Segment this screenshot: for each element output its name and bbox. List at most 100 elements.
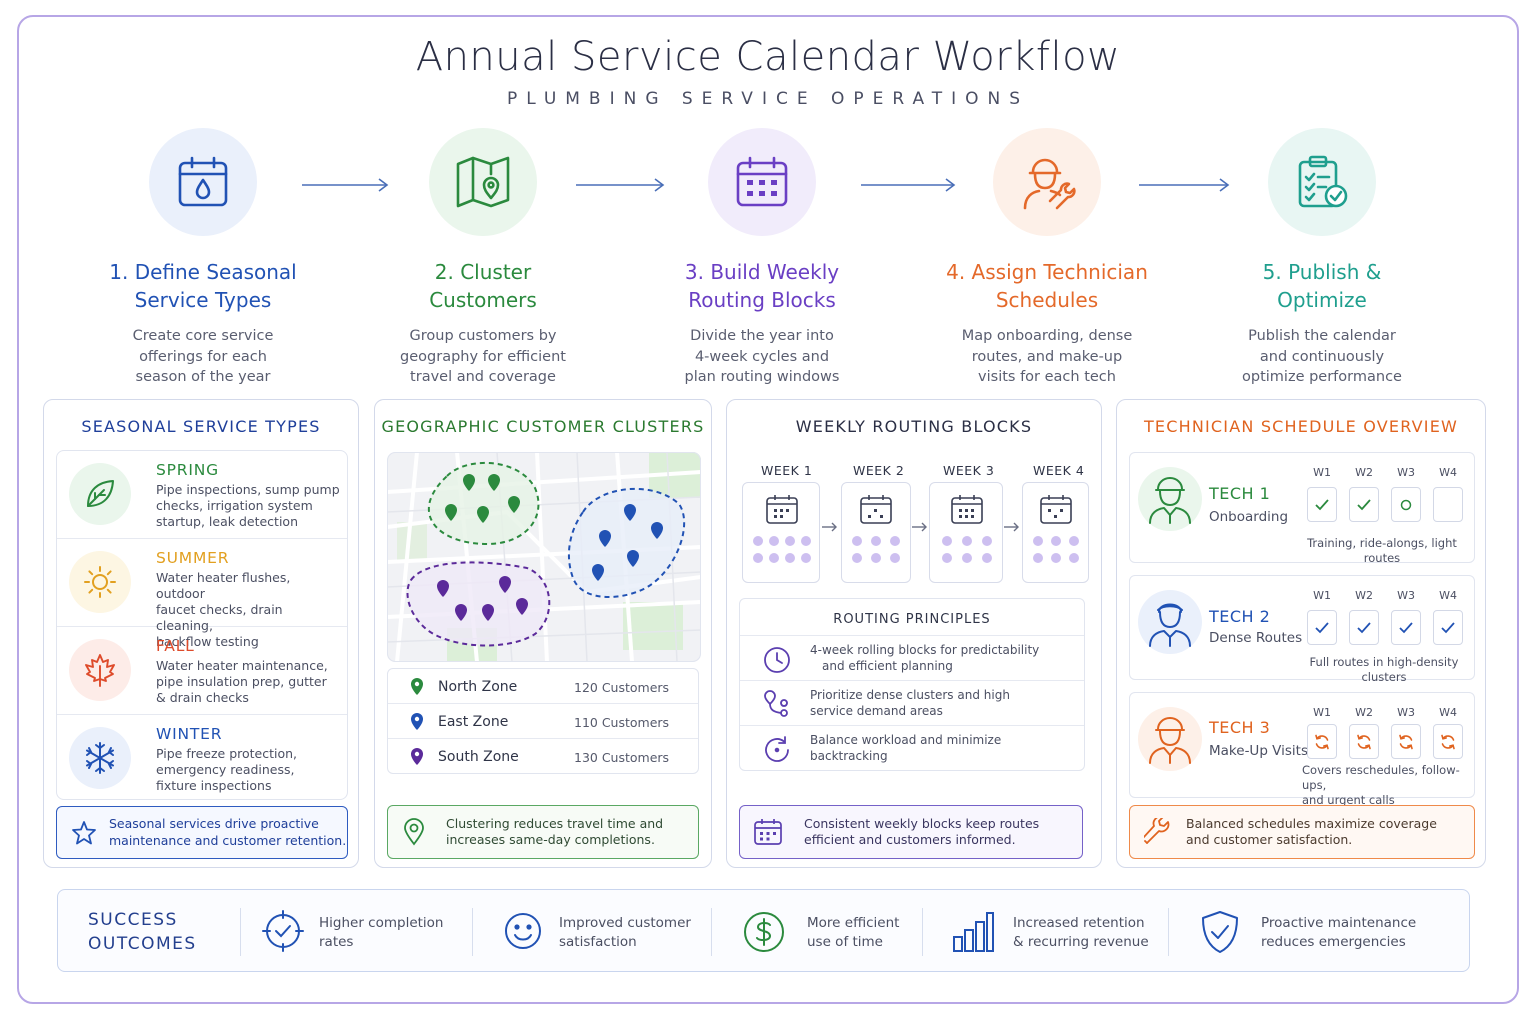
week-label: WEEK 1 bbox=[761, 463, 813, 478]
tech-footnote: Full routes in high-density clusters bbox=[1309, 655, 1459, 684]
check-icon bbox=[1315, 621, 1329, 633]
step-5-desc-line3: optimize performance bbox=[1242, 369, 1402, 385]
clipboard-check-icon bbox=[1298, 155, 1348, 208]
step-2-desc-line2: geography for efficient bbox=[400, 348, 566, 365]
routing-panel-title: WEEKLY ROUTING BLOCKS bbox=[795, 417, 1033, 436]
season-name: WINTER bbox=[156, 725, 223, 743]
outcome-text: satisfaction bbox=[559, 934, 637, 950]
zone-row-east: East Zone 110 Customers bbox=[388, 704, 698, 739]
check-icon bbox=[1357, 498, 1371, 510]
map-pin-icon bbox=[411, 713, 423, 730]
step-5-title-line1: 5. Publish & bbox=[1262, 260, 1382, 284]
calendar-grid-icon bbox=[736, 156, 788, 207]
maple-leaf-icon bbox=[85, 654, 115, 687]
week-status-box bbox=[1433, 610, 1463, 645]
refresh-icon bbox=[1315, 734, 1329, 749]
week-column-label: W3 bbox=[1397, 706, 1415, 719]
zone-name: North Zone bbox=[438, 679, 518, 695]
season-desc-line: checks, irrigation system bbox=[156, 498, 313, 513]
week-column-label: W2 bbox=[1355, 466, 1373, 479]
tech-name: TECH 1 bbox=[1209, 484, 1271, 503]
outcome-text: reduces emergencies bbox=[1261, 934, 1406, 950]
step-5-title-line2: Optimize bbox=[1277, 288, 1367, 312]
diagram-title: Annual Service Calendar Workflow bbox=[415, 34, 1121, 80]
week-column-label: W2 bbox=[1355, 706, 1373, 719]
clusters-panel-title: GEOGRAPHIC CUSTOMER CLUSTERS bbox=[381, 417, 705, 436]
week-label: WEEK 3 bbox=[943, 463, 995, 478]
principle-text: service demand areas bbox=[810, 704, 943, 718]
week-status-box bbox=[1433, 724, 1463, 759]
week-column-label: W1 bbox=[1313, 589, 1331, 602]
tech-name: TECH 2 bbox=[1209, 607, 1271, 626]
technician-avatar-icon bbox=[1149, 603, 1191, 647]
step-1-desc-line3: season of the year bbox=[135, 369, 271, 385]
step-3-desc-line3: plan routing windows bbox=[684, 369, 840, 385]
season-desc-line: pipe insulation prep, gutter bbox=[156, 674, 327, 689]
check-icon bbox=[1357, 621, 1371, 633]
route-pins-icon bbox=[764, 690, 788, 717]
principle-text: 4-week rolling blocks for predictability bbox=[810, 643, 1040, 657]
arrow-right-icon bbox=[912, 522, 927, 532]
step-5-desc-line2: and continuously bbox=[1259, 348, 1385, 365]
week-status-box bbox=[1391, 724, 1421, 759]
zone-count: 120 Customers bbox=[574, 680, 670, 695]
principle-text: Prioritize dense clusters and high bbox=[810, 688, 1010, 702]
week-column-label: W1 bbox=[1313, 466, 1331, 479]
map-pin-icon bbox=[411, 678, 423, 695]
sun-icon bbox=[84, 566, 116, 598]
calendar-icon bbox=[860, 495, 892, 524]
arrow-right-icon bbox=[1004, 522, 1019, 532]
week-status-box bbox=[1307, 724, 1337, 759]
step-2-desc-line1: Group customers by bbox=[409, 328, 557, 344]
step-1-icon-circle bbox=[149, 128, 257, 236]
week-status-box bbox=[1307, 610, 1337, 645]
routing-note-line: efficient and customers informed. bbox=[804, 832, 1016, 847]
step-3-icon-circle bbox=[708, 128, 816, 236]
week-block-1 bbox=[742, 482, 820, 583]
step-4-title-line2: Schedules bbox=[995, 288, 1099, 312]
week-column-label: W1 bbox=[1313, 706, 1331, 719]
season-desc-line: Water heater maintenance, bbox=[156, 658, 328, 673]
technician-note-line: and customer satisfaction. bbox=[1186, 832, 1353, 847]
season-desc-line: emergency readiness, bbox=[156, 762, 295, 777]
principle-row: Prioritize dense clusters and high servic… bbox=[740, 680, 1084, 725]
wrench-icon bbox=[1144, 818, 1170, 844]
check-icon bbox=[1441, 621, 1455, 633]
target-check-icon bbox=[262, 910, 304, 952]
tech-footnote: Covers reschedules, follow-ups,and urgen… bbox=[1280, 763, 1460, 808]
step-4-desc-line3: visits for each tech bbox=[978, 369, 1116, 385]
clusters-note-line: Clustering reduces travel time and bbox=[446, 815, 664, 831]
step-4-title-line1: 4. Assign Technician bbox=[946, 260, 1148, 284]
calendar-water-drop-icon bbox=[178, 156, 228, 207]
weekly-routing-panel: WEEKLY ROUTING BLOCKS WEEK 1 WEEK 2 WEEK… bbox=[726, 399, 1102, 868]
step-2-desc-line3: travel and coverage bbox=[410, 369, 556, 385]
technician-avatar-icon bbox=[1149, 477, 1191, 524]
week-column-label: W4 bbox=[1439, 466, 1457, 479]
outcome-text: Improved customer bbox=[559, 915, 691, 931]
tech-role: Onboarding bbox=[1209, 509, 1289, 525]
zone-name: East Zone bbox=[438, 714, 509, 730]
week-block-3 bbox=[929, 482, 1003, 583]
seasonal-panel-title: SEASONAL SERVICE TYPES bbox=[81, 417, 321, 436]
step-4-desc-line1: Map onboarding, dense bbox=[961, 328, 1133, 344]
zone-row-north: North Zone 120 Customers bbox=[388, 669, 698, 704]
routing-principles: ROUTING PRINCIPLES 4-week rolling blocks… bbox=[739, 598, 1085, 771]
outcome-text: Proactive maintenance bbox=[1261, 915, 1417, 931]
principle-row: 4-week rolling blocks for predictability… bbox=[740, 635, 1084, 680]
east-zone-pins bbox=[592, 504, 663, 581]
seasonal-note-line: Seasonal services drive proactive bbox=[109, 816, 319, 831]
week-block-2 bbox=[841, 482, 911, 583]
diagram-subtitle: PLUMBING SERVICE OPERATIONS bbox=[506, 89, 1030, 109]
tech-card-3: TECH 3 Make-Up Visits W1 W2 W3 W4 Covers… bbox=[1129, 692, 1475, 807]
circle-icon bbox=[1400, 499, 1412, 510]
week-status-box bbox=[1349, 724, 1379, 759]
technician-note-line: Balanced schedules maximize coverage bbox=[1186, 815, 1437, 831]
leaf-icon bbox=[87, 480, 114, 507]
step-1-desc-line1: Create core service bbox=[132, 328, 274, 344]
step-5-icon-circle bbox=[1268, 128, 1376, 236]
outcome-text: More efficient bbox=[807, 915, 900, 931]
